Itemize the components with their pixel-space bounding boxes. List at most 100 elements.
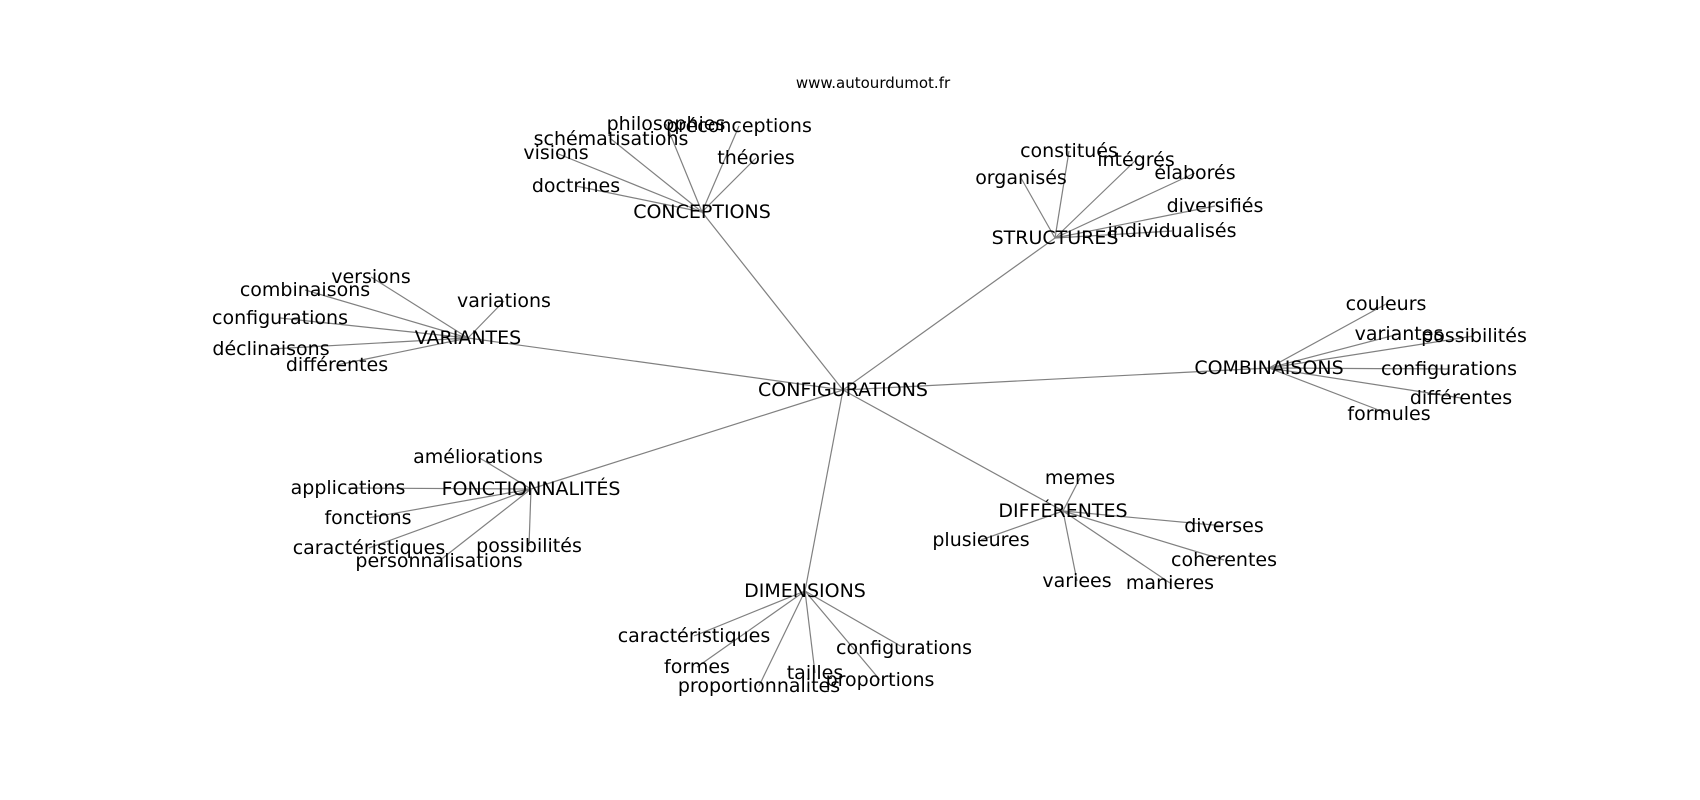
hub-node-label: CONCEPTIONS	[633, 201, 771, 223]
edge-hub-0-leaf-1	[701, 125, 740, 213]
edge-hub-2-leaf-1	[304, 289, 469, 339]
leaf-node-label: fonctions	[324, 507, 411, 529]
edge-hub-6-leaf-4	[804, 590, 881, 681]
leaf-node-label: configurations	[1381, 358, 1517, 380]
edge-hub-6-leaf-3	[804, 590, 816, 674]
edge-hub-5-leaf-5	[1062, 510, 1171, 584]
leaf-node-label: philosophies	[607, 113, 726, 135]
leaf-node-label: variations	[457, 290, 551, 312]
edge-hub-2-leaf-2	[467, 300, 505, 339]
leaf-node-label: théories	[717, 147, 794, 169]
site-watermark: www.autourdumot.fr	[796, 74, 951, 92]
edge-hub-5-leaf-1	[980, 510, 1064, 541]
graph-labels: CONFIGURATIONS CONCEPTIONS philosophiespré…	[212, 113, 1527, 697]
edge-center-hub-2	[467, 337, 844, 391]
leaf-node-label: possibilités	[476, 535, 582, 557]
leaf-node-label: possibilités	[1421, 325, 1527, 347]
hub-node-label: DIFFÉRENTES	[998, 499, 1127, 522]
edge-hub-2-leaf-5	[336, 337, 469, 366]
leaf-node-label: élaborés	[1154, 162, 1235, 184]
edge-hub-3-leaf-3	[1268, 367, 1450, 370]
edge-hub-4-leaf-4	[528, 488, 532, 547]
edge-hub-3-leaf-1	[1268, 333, 1400, 369]
edge-hub-5-leaf-3	[1062, 510, 1225, 561]
edge-hub-4-leaf-5	[438, 488, 532, 562]
edge-hub-4-leaf-1	[347, 487, 532, 490]
leaf-node-label: proportions	[826, 669, 935, 691]
leaf-node-label: configurations	[212, 307, 348, 329]
edge-hub-5-leaf-4	[1062, 510, 1078, 582]
graph-edges	[270, 123, 1475, 687]
leaf-node-label: constitués	[1020, 140, 1118, 162]
leaf-node-label: différentes	[1410, 387, 1512, 409]
hub-node-label: VARIANTES	[415, 327, 521, 349]
leaf-node-label: personnalisations	[355, 550, 522, 572]
edge-center-hub-1	[842, 237, 1056, 391]
leaf-node-label: tailles	[787, 662, 844, 684]
hub-node-label: FONCTIONNALITÉS	[442, 477, 621, 500]
edge-hub-6-leaf-1	[804, 590, 905, 649]
edge-center-hub-0	[701, 211, 844, 391]
edge-hub-4-leaf-3	[368, 488, 532, 549]
edge-hub-2-leaf-4	[270, 337, 469, 350]
leaf-node-label: individualisés	[1108, 220, 1237, 242]
edge-hub-1-leaf-4	[1054, 205, 1216, 239]
leaf-node-label: améliorations	[413, 446, 543, 468]
edge-hub-3-leaf-0	[1268, 303, 1387, 369]
leaf-node-label: plusieures	[932, 529, 1029, 551]
edge-hub-1-leaf-2	[1020, 177, 1056, 239]
leaf-node-label: coherentes	[1171, 549, 1277, 571]
leaf-node-label: versions	[331, 266, 411, 288]
leaf-node-label: manieres	[1126, 572, 1214, 594]
edge-hub-0-leaf-4	[701, 157, 757, 213]
leaf-node-label: diversifiés	[1167, 195, 1264, 217]
edge-hub-1-leaf-1	[1054, 159, 1137, 239]
leaf-node-label: applications	[291, 477, 406, 499]
edge-center-hub-6	[804, 389, 844, 592]
hub-node-label: COMBINAISONS	[1194, 357, 1343, 379]
edge-hub-0-leaf-5	[575, 185, 703, 213]
edge-hub-6-leaf-5	[758, 590, 806, 687]
leaf-node-label: variantes	[1355, 323, 1444, 345]
leaf-node-label: configurations	[836, 637, 972, 659]
leaf-node-label: couleurs	[1346, 293, 1427, 315]
edge-center-hub-5	[842, 389, 1064, 512]
edge-hub-3-leaf-5	[1268, 367, 1390, 415]
edge-hub-5-leaf-2	[1062, 510, 1225, 527]
leaf-node-label: préconceptions	[666, 115, 812, 137]
hub-node-label: STRUCTURES	[992, 227, 1119, 249]
leaf-node-label: organisés	[975, 167, 1067, 189]
edge-hub-6-leaf-2	[696, 590, 806, 668]
edge-center-hub-4	[530, 389, 844, 490]
leaf-node-label: schématisations	[534, 128, 689, 150]
leaf-node-label: variees	[1042, 570, 1111, 592]
leaf-node-label: combinaisons	[240, 279, 370, 301]
edge-hub-1-leaf-5	[1054, 230, 1173, 239]
leaf-node-label: caractéristiques	[618, 625, 771, 647]
leaf-node-label: formules	[1347, 403, 1430, 425]
edge-hub-2-leaf-3	[279, 317, 469, 339]
leaf-node-label: caractéristiques	[293, 537, 446, 559]
edge-hub-5-leaf-0	[1062, 477, 1081, 512]
edge-center-hub-3	[842, 367, 1270, 391]
edge-hub-3-leaf-2	[1268, 335, 1475, 369]
leaf-node-label: visions	[523, 142, 588, 164]
edge-hub-1-leaf-3	[1054, 172, 1196, 239]
edge-hub-4-leaf-2	[367, 488, 532, 519]
edge-hub-3-leaf-4	[1268, 367, 1462, 399]
center-node-label: CONFIGURATIONS	[758, 379, 928, 401]
edge-hub-0-leaf-2	[610, 138, 703, 213]
leaf-node-label: intégrés	[1097, 149, 1175, 171]
leaf-node-label: memes	[1045, 467, 1115, 489]
leaf-node-label: déclinaisons	[212, 338, 329, 360]
edge-hub-2-leaf-0	[370, 276, 469, 339]
leaf-node-label: formes	[664, 656, 730, 678]
edge-hub-1-leaf-0	[1054, 150, 1070, 239]
leaf-node-label: doctrines	[532, 175, 620, 197]
leaf-node-label: proportionnalites	[678, 675, 840, 697]
edge-hub-6-leaf-0	[693, 590, 806, 637]
edge-hub-4-leaf-0	[477, 456, 532, 490]
hub-node-label: DIMENSIONS	[744, 580, 866, 602]
edge-hub-0-leaf-3	[555, 152, 703, 213]
